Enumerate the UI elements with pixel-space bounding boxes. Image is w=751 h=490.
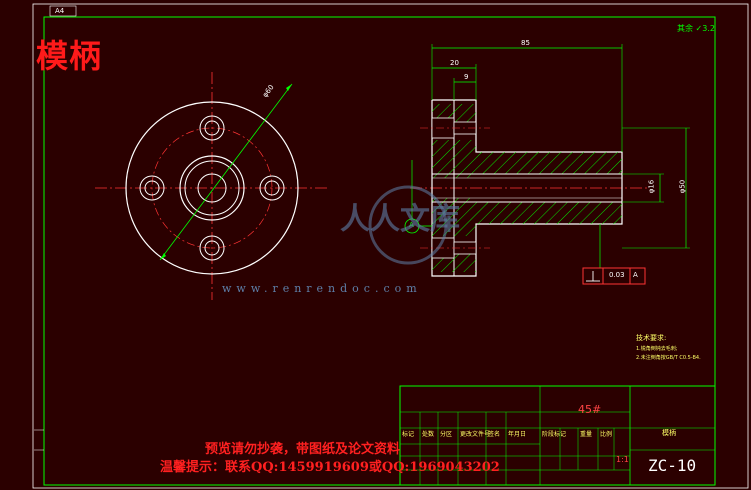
section-view: [404, 44, 690, 285]
datum-marker-label: A: [409, 221, 414, 229]
dim-overall-length: 85: [521, 39, 530, 47]
tb-header-zone: 分区: [440, 431, 453, 438]
scale-label: 1:1: [616, 455, 629, 464]
dim-shank-dia: φ50: [678, 179, 687, 194]
dim-bore-dia: φ16: [647, 179, 656, 194]
drawing-number: ZC-10: [648, 456, 697, 475]
tolerance-frame: [582, 267, 646, 285]
title-block: [399, 385, 716, 486]
sheet-size-label: A4: [55, 7, 65, 15]
dim-flange-length: 20: [450, 59, 459, 67]
site-logo: [368, 185, 448, 265]
front-view: [95, 72, 330, 300]
warning-line-1: 预览请勿抄袭，带图纸及论文资料: [205, 442, 401, 457]
dim-step-length: 9: [464, 73, 469, 81]
tb-header-weight: 重量: [580, 431, 593, 438]
tb-header-count: 处数: [422, 431, 435, 438]
tech-requirement-line: 1.锐角倒钝去毛刺;: [636, 346, 678, 352]
outer-border: [32, 3, 749, 489]
material-label: 45#: [578, 403, 602, 416]
warning-line-2: 温馨提示：联系QQ:1459919609或QQ:1969043202: [160, 460, 500, 475]
tolerance-value: 0.03: [609, 271, 625, 279]
tolerance-datum: A: [633, 271, 638, 279]
sheet-size-box: [49, 5, 77, 17]
drawing-title: 模柄: [36, 37, 103, 75]
tb-header-date: 年月日: [508, 431, 527, 438]
tb-header-change-doc: 更改文件号: [460, 431, 491, 438]
tech-requirements-title: 技术要求:: [636, 334, 667, 342]
part-name-label: 模柄: [662, 429, 676, 437]
site-logo-text: 人人文库: [340, 202, 460, 237]
tb-header-mark: 标记: [402, 431, 415, 438]
site-url-watermark: www.renrendoc.com: [222, 282, 422, 295]
tech-requirement-line: 2.未注倒角按GB/T C0.5-B4.: [636, 355, 701, 361]
roughness-note: 其余 ✓3.2: [677, 24, 715, 33]
tb-header-signature: 签名: [488, 431, 501, 438]
tb-header-scale: 比例: [600, 431, 613, 438]
inner-border: [43, 16, 716, 486]
tb-header-stage: 阶段标记: [542, 431, 567, 438]
